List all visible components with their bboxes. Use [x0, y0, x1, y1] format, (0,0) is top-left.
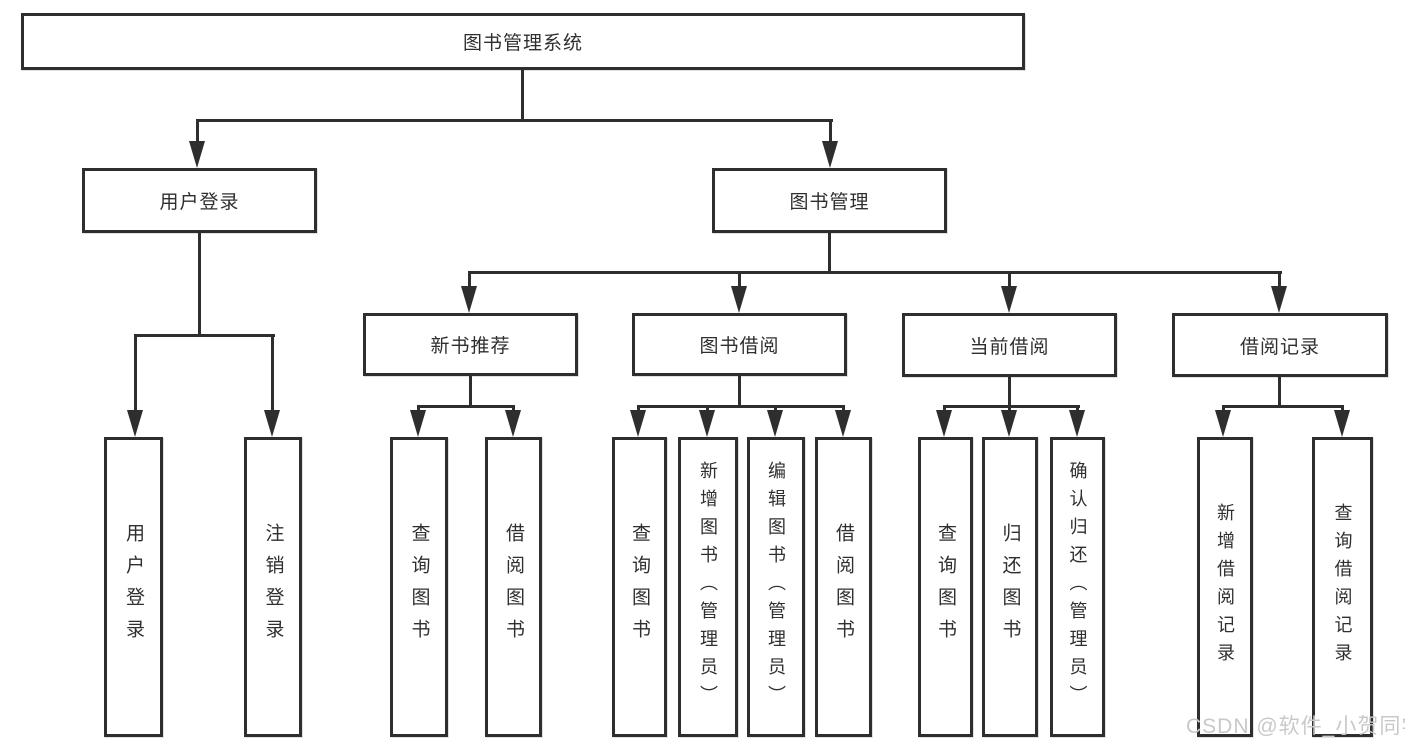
- node-current-borrow: 当前借阅: [902, 313, 1117, 377]
- connector-line: [1278, 271, 1281, 289]
- leaf-current-query-book: 查询图书: [918, 437, 973, 737]
- connector-line: [469, 376, 472, 408]
- leaf-borrow-query-book-label: 查询图书: [629, 523, 650, 651]
- leaf-borrow-book: 借阅图书: [815, 437, 872, 737]
- arrowhead-icon: [767, 410, 783, 437]
- leaf-recommend-query-book-label: 查询图书: [408, 523, 430, 651]
- arrowhead-icon: [1215, 410, 1231, 437]
- arrowhead-icon: [936, 410, 952, 437]
- leaf-user-login-label: 用户登录: [123, 523, 144, 651]
- leaf-return-book: 归还图书: [982, 437, 1038, 737]
- arrowhead-icon: [264, 410, 280, 437]
- connector-line: [738, 271, 741, 289]
- arrowhead-icon: [1334, 410, 1350, 437]
- arrowhead-icon: [1271, 286, 1287, 313]
- connector-line: [637, 405, 845, 408]
- leaf-logout: 注销登录: [244, 437, 302, 737]
- arrowhead-icon: [505, 410, 521, 437]
- leaf-recommend-borrow-book-label: 借阅图书: [503, 523, 524, 651]
- arrowhead-icon: [189, 141, 205, 168]
- connector-line: [271, 334, 274, 414]
- arrowhead-icon: [410, 410, 426, 437]
- connector-line: [738, 376, 741, 408]
- connector-line: [828, 233, 831, 274]
- node-user-login: 用户登录: [82, 168, 317, 233]
- connector-line: [521, 70, 524, 120]
- leaf-logout-label: 注销登录: [262, 523, 284, 651]
- connector-line: [1008, 271, 1011, 289]
- leaf-add-borrow-record-label: 新增借阅记录: [1215, 503, 1235, 671]
- leaf-query-borrow-record-label: 查询借阅记录: [1332, 503, 1353, 671]
- leaf-edit-book-admin-label: 编辑图书（管理员）: [766, 461, 786, 713]
- arrowhead-icon: [1001, 286, 1017, 313]
- connector-line: [829, 119, 832, 144]
- leaf-add-book-admin-label: 新增图书（管理员）: [698, 461, 718, 713]
- leaf-borrow-book-label: 借阅图书: [833, 523, 854, 651]
- connector-line: [134, 334, 137, 414]
- node-book-borrow-label: 图书借阅: [699, 336, 780, 357]
- connector-line: [1008, 377, 1011, 408]
- connector-line: [943, 405, 1080, 408]
- leaf-edit-book-admin: 编辑图书（管理员）: [747, 437, 805, 737]
- connector-line: [198, 233, 201, 337]
- leaf-borrow-query-book: 查询图书: [612, 437, 667, 737]
- csdn-watermark: CSDN @软件_小贺同学: [1186, 715, 1405, 738]
- node-new-book-recommend-label: 新书推荐: [430, 336, 511, 357]
- arrowhead-icon: [822, 141, 838, 168]
- connector-line: [196, 119, 833, 122]
- leaf-recommend-borrow-book: 借阅图书: [485, 437, 542, 737]
- leaf-query-borrow-record: 查询借阅记录: [1312, 437, 1373, 737]
- leaf-confirm-return-admin: 确认归还（管理员）: [1050, 437, 1105, 737]
- connector-line: [468, 271, 471, 289]
- arrowhead-icon: [835, 410, 851, 437]
- arrowhead-icon: [127, 410, 143, 437]
- leaf-confirm-return-admin-label: 确认归还（管理员）: [1067, 461, 1088, 713]
- connector-line: [1278, 377, 1281, 408]
- node-root: 图书管理系统: [21, 13, 1025, 70]
- node-borrow-record-label: 借阅记录: [1239, 336, 1320, 358]
- arrowhead-icon: [699, 410, 715, 437]
- node-user-login-label: 用户登录: [159, 192, 240, 213]
- node-book-management-label: 图书管理: [789, 192, 870, 213]
- node-book-management: 图书管理: [712, 168, 947, 233]
- leaf-user-login: 用户登录: [104, 437, 163, 737]
- arrowhead-icon: [630, 410, 646, 437]
- connector-line: [1222, 405, 1344, 408]
- leaf-add-book-admin: 新增图书（管理员）: [678, 437, 738, 737]
- node-new-book-recommend: 新书推荐: [363, 313, 578, 376]
- node-borrow-record: 借阅记录: [1172, 313, 1388, 377]
- leaf-add-borrow-record: 新增借阅记录: [1197, 437, 1253, 737]
- arrowhead-icon: [1069, 410, 1085, 437]
- node-current-borrow-label: 当前借阅: [969, 336, 1050, 358]
- arrowhead-icon: [731, 286, 747, 313]
- arrowhead-icon: [1001, 410, 1017, 437]
- node-root-label: 图书管理系统: [462, 33, 583, 54]
- arrowhead-icon: [461, 286, 477, 313]
- connector-line: [417, 405, 515, 408]
- leaf-recommend-query-book: 查询图书: [390, 437, 448, 737]
- leaf-current-query-book-label: 查询图书: [935, 523, 956, 651]
- leaf-return-book-label: 归还图书: [999, 523, 1021, 651]
- connector-line: [134, 334, 275, 337]
- connector-line: [468, 271, 1282, 274]
- connector-line: [196, 119, 199, 144]
- node-book-borrow: 图书借阅: [632, 313, 847, 376]
